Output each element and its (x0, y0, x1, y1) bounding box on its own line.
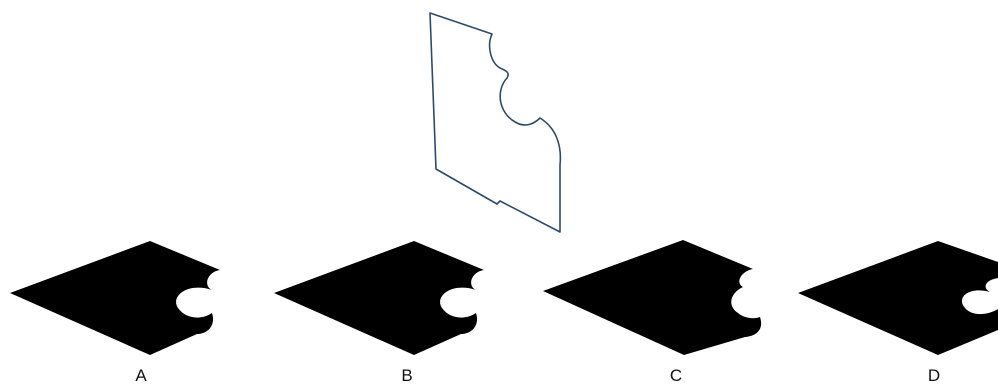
option-c-shape[interactable] (543, 240, 761, 355)
option-a-label: A (135, 366, 147, 385)
option-c-label: C (670, 366, 682, 385)
option-d-label: D (928, 366, 940, 385)
option-b-shape[interactable] (274, 241, 484, 355)
option-b-label: B (401, 366, 412, 385)
reference-outline-shape (430, 13, 560, 232)
option-d-shape[interactable] (798, 241, 998, 355)
option-a-shape[interactable] (10, 241, 220, 355)
